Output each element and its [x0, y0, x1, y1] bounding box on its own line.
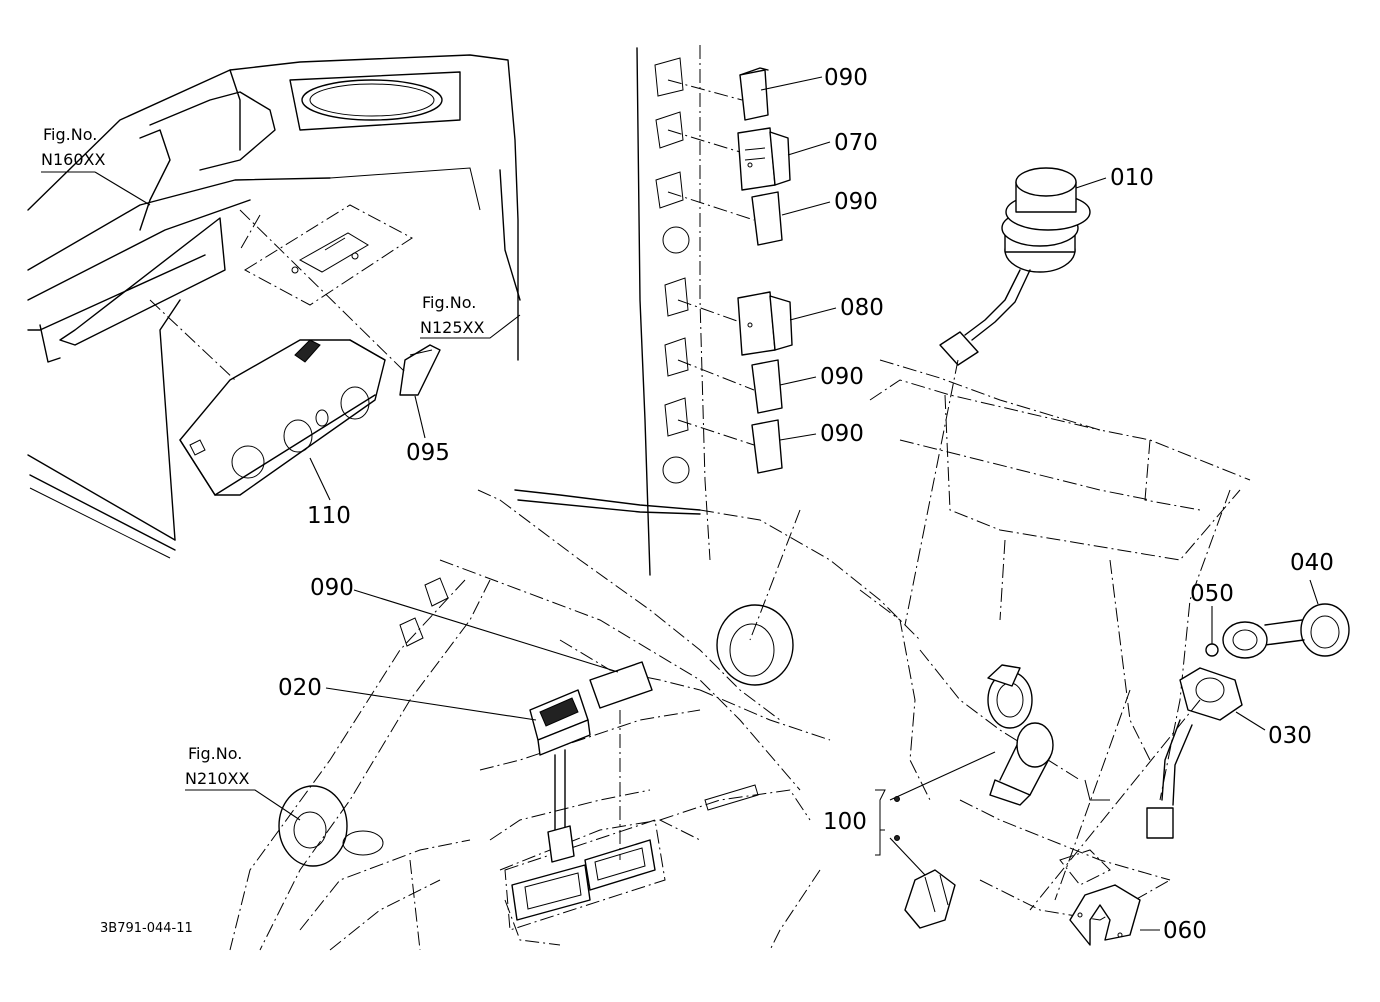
cab-structure — [27, 45, 1251, 951]
fig-ref-number: N125XX — [420, 318, 484, 337]
fig-ref-number: N210XX — [185, 769, 249, 788]
fig-ref-caption: Fig.No. — [422, 293, 476, 312]
part-label: 050 — [1190, 581, 1234, 607]
part-label: 090 — [820, 364, 864, 390]
part-label: 060 — [1163, 918, 1207, 944]
part-labels: 090 070 090 010 080 090 090 095 110 090 … — [278, 65, 1334, 944]
part-label: 090 — [820, 421, 864, 447]
part-label: 110 — [307, 503, 351, 529]
fig-ref-n160xx: Fig.No. N160XX — [41, 125, 105, 169]
part-060-ring — [1059, 849, 1141, 946]
part-020-switch — [529, 689, 591, 863]
fig-ref-caption: Fig.No. — [43, 125, 97, 144]
part-095-cap — [399, 344, 441, 396]
part-label: 030 — [1268, 723, 1312, 749]
part-label: 100 — [823, 809, 867, 835]
part-090-blank-4 — [751, 419, 783, 474]
part-090-blank-2 — [751, 191, 783, 246]
part-070-switch — [737, 127, 791, 191]
part-label: 090 — [310, 575, 354, 601]
leader-lines — [41, 76, 1319, 931]
fig-ref-n125xx: Fig.No. N125XX — [420, 293, 484, 337]
part-label: 095 — [406, 440, 450, 466]
part-040-cap — [1222, 603, 1350, 659]
part-label: 090 — [834, 189, 878, 215]
part-030-socket — [1146, 667, 1243, 839]
part-090-blank-3 — [751, 359, 783, 414]
part-050-screw — [1205, 643, 1219, 657]
part-label: 070 — [834, 130, 878, 156]
part-label: 090 — [824, 65, 868, 91]
fig-ref-caption: Fig.No. — [188, 744, 242, 763]
fig-ref-number: N160XX — [41, 150, 105, 169]
part-label: 020 — [278, 675, 322, 701]
part-090-blank-5 — [589, 661, 653, 709]
part-110-heater-control — [179, 339, 386, 496]
part-100-lighter — [904, 664, 1054, 929]
part-080-switch — [737, 291, 793, 356]
part-010-power-socket — [939, 167, 1091, 366]
part-090-blank-1 — [739, 67, 769, 121]
fig-ref-n210xx: Fig.No. N210XX — [185, 744, 249, 788]
drawing-number: 3B791-044-11 — [100, 921, 193, 936]
part-label: 080 — [840, 295, 884, 321]
part-label: 040 — [1290, 550, 1334, 576]
part-label: 010 — [1110, 165, 1154, 191]
